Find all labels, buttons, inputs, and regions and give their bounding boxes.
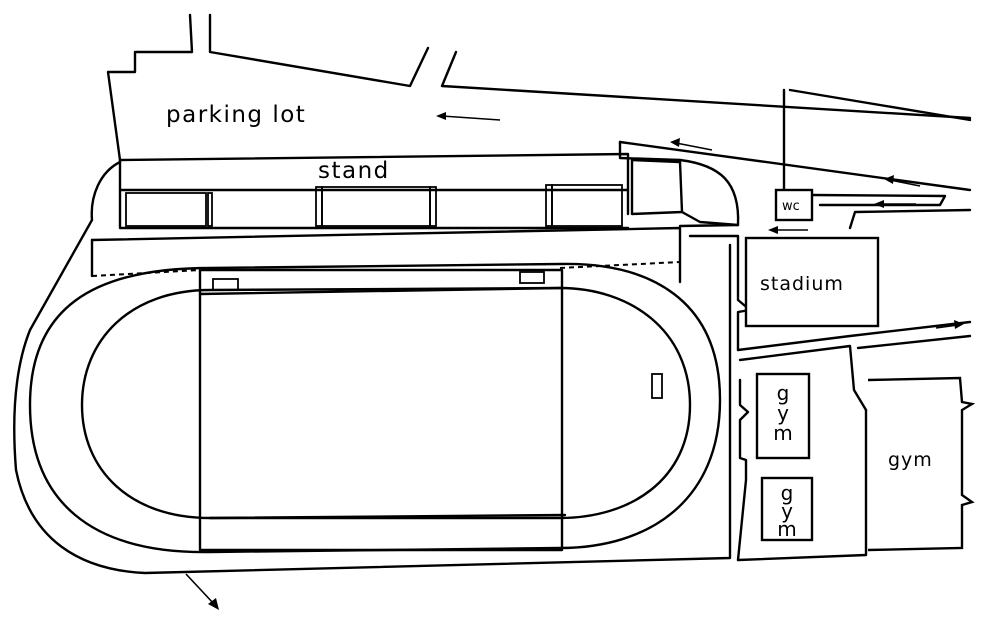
gym-path-east [736,408,868,562]
gym-small-1: g y m [755,372,811,460]
stadium-building: stadium [688,234,972,412]
wc-label: wc [782,199,800,214]
gym-small-1-letter-2: y [777,401,789,425]
parking-lot-area: parking lot [106,13,972,162]
gym-small-1-letter-1: g [777,381,790,405]
track-inner-lane [80,286,692,520]
wc-building: wc [774,188,814,222]
field-marker-2 [519,271,545,284]
direction-arrows [185,112,964,610]
gym-large: gym [867,376,976,552]
gym-small-1-letter-3: m [773,421,792,445]
stadium-label: stadium [760,273,844,295]
gym-small-2-letter-1: g [781,481,794,505]
stand-label: stand [318,158,390,184]
gym-large-label: gym [888,449,933,471]
stand: stand [118,152,630,230]
gym-small-2: g y m [760,476,814,542]
site-perimeter [13,160,732,575]
running-track [28,226,722,554]
field-marker-3 [651,373,663,399]
gym-small-2-letter-2: y [781,499,793,523]
gym-path [736,378,750,562]
infield [198,268,564,552]
field-marker-1 [212,278,239,291]
parking-lot-label: parking lot [166,102,306,128]
gym-small-2-letter-3: m [777,517,796,541]
